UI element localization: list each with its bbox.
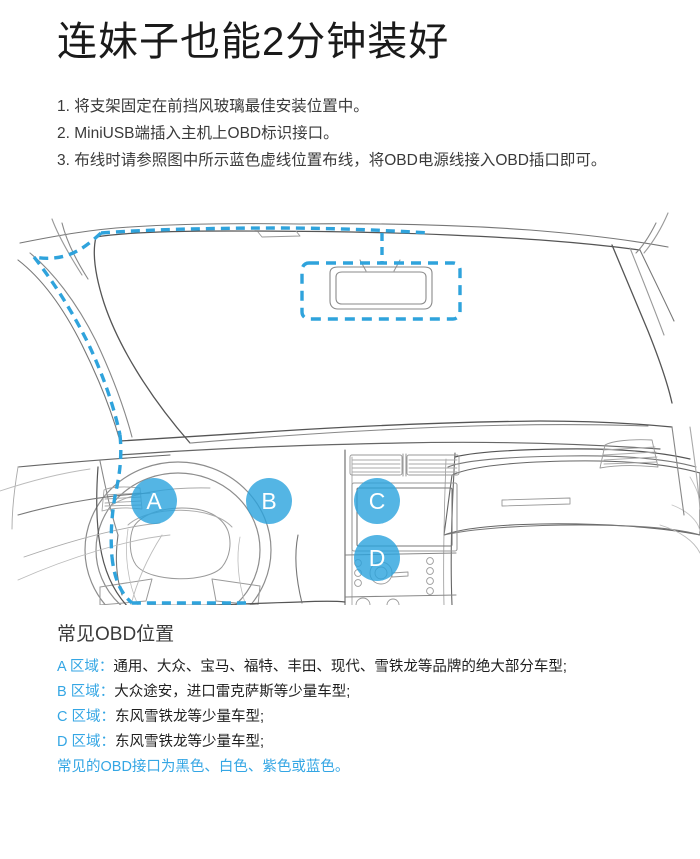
legend-zone-desc: 大众途安，进口雷克萨斯等少量车型; <box>114 684 351 700</box>
legend-zone-label: A 区域： <box>57 659 114 675</box>
legend-row: B 区域：大众途安，进口雷克萨斯等少量车型; <box>57 680 677 705</box>
zone-marker-a[interactable]: A <box>131 478 177 524</box>
zone-marker-d[interactable]: D <box>354 535 400 581</box>
page-title: 连妹子也能2分钟装好 <box>57 20 450 64</box>
legend-zone-desc: 东风雪铁龙等少量车型; <box>115 734 265 750</box>
legend-zone-label: B 区域： <box>57 684 115 700</box>
legend-zone-label: D 区域： <box>57 734 115 750</box>
car-interior-illustration <box>0 205 700 605</box>
instruction-step: 2. MiniUSB端插入主机上OBD标识接口。 <box>57 125 339 142</box>
legend-zone-desc: 通用、大众、宝马、福特、丰田、现代、雪铁龙等品牌的绝大部分车型; <box>113 659 567 675</box>
legend-zone-desc: 东风雪铁龙等少量车型; <box>115 709 265 725</box>
legend-row: C 区域：东风雪铁龙等少量车型; <box>57 705 677 730</box>
legend-zone-label: C 区域： <box>57 709 115 725</box>
instruction-step: 3. 布线时请参照图中所示蓝色虚线位置布线，将OBD电源线接入OBD插口即可。 <box>57 152 607 169</box>
legend-note: 常见的OBD接口为黑色、白色、紫色或蓝色。 <box>57 759 350 775</box>
legend-row: A 区域：通用、大众、宝马、福特、丰田、现代、雪铁龙等品牌的绝大部分车型; <box>57 655 677 680</box>
obd-location-legend: 常见OBD位置 A 区域：通用、大众、宝马、福特、丰田、现代、雪铁龙等品牌的绝大… <box>57 620 677 780</box>
legend-row: D 区域：东风雪铁龙等少量车型; <box>57 730 677 755</box>
zone-marker-c[interactable]: C <box>354 478 400 524</box>
instruction-step: 1. 将支架固定在前挡风玻璃最佳安装位置中。 <box>57 98 369 115</box>
legend-title: 常见OBD位置 <box>57 624 175 645</box>
instruction-steps: 1. 将支架固定在前挡风玻璃最佳安装位置中。 2. MiniUSB端插入主机上O… <box>57 93 677 174</box>
zone-marker-b[interactable]: B <box>246 478 292 524</box>
